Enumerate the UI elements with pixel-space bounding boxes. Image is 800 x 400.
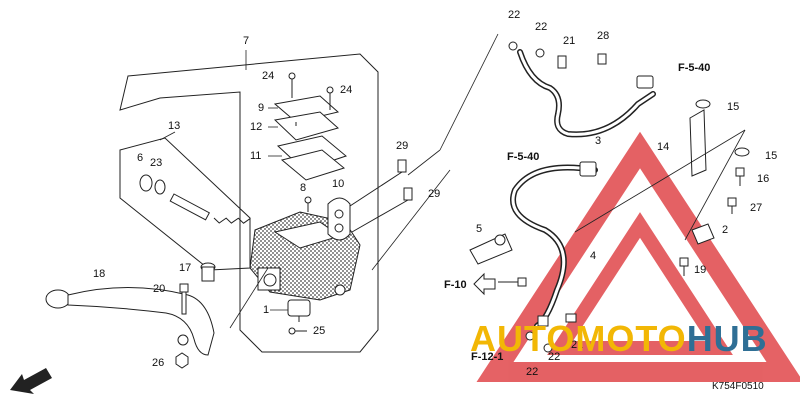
part-label-9: 9 [258,102,265,114]
outline-master-cylinder-set [119,53,379,353]
stay-14 [689,99,750,177]
ref-f-5-40-upper: F-5-40 [678,62,711,74]
part-label-16: 16 [757,173,770,185]
reservoir-cap-stack [273,95,348,181]
bolt-lower [498,277,527,287]
hose-fittings-lower [525,161,597,353]
part-label-21: 21 [571,339,584,351]
hose-clamp-5 [469,233,513,265]
bolts-16-27 [727,167,745,214]
figure-code: K754F0510 [712,381,764,392]
part-label-22: 22 [508,9,521,21]
part-label-24: 24 [262,70,275,82]
brake-hose-upper [517,49,656,138]
part-label-17: 17 [179,262,192,274]
screw-25 [288,327,307,335]
part-label-6: 6 [137,152,144,164]
piston-parts [139,174,251,224]
watermark-part3: HUB [686,318,768,359]
ref-f-5-40-lower: F-5-40 [507,151,540,163]
part-label-20: 20 [153,283,166,295]
part-label-24: 24 [340,84,353,96]
holder-10 [327,197,351,241]
part-label-29: 29 [396,140,409,152]
bolt-8 [304,196,312,212]
bolt-20 [179,283,189,315]
watermark-part2: MOTO [575,318,687,359]
part-label-14: 14 [657,141,670,153]
part-label-22: 22 [535,21,548,33]
part-label-2: 2 [722,224,729,236]
part-label-7: 7 [243,35,250,47]
part-label-15: 15 [727,101,740,113]
part-label-21: 21 [563,35,576,47]
joint-2 [679,223,715,276]
part-label-1: 1 [263,304,270,316]
part-label-19: 19 [694,264,707,276]
part-label-12: 12 [250,121,263,133]
leader-line [159,131,176,141]
part-label-22: 22 [526,366,539,378]
part-label-18: 18 [93,268,106,280]
leader-lines [229,33,746,329]
hose-fittings-upper [508,41,654,89]
part-label-11: 11 [250,150,262,162]
part-label-23: 23 [150,157,163,169]
part-label-15: 15 [765,150,778,162]
screws-24 [288,72,334,110]
part-label-29: 29 [428,188,441,200]
part-label-13: 13 [168,120,181,132]
part-label-4: 4 [590,250,597,262]
part-label-25: 25 [313,325,326,337]
part-label-8: 8 [300,182,307,194]
watermark-logo: AUTOMOTOHUB [470,318,768,360]
part-label-28: 28 [597,30,610,42]
pivot-17 [200,262,216,282]
part-label-3: 3 [595,135,602,147]
front-arrow [10,368,52,394]
watermark-triangle [476,131,800,382]
part-label-27: 27 [750,202,763,214]
part-label-26: 26 [152,357,165,369]
part-label-22: 22 [548,351,561,363]
ref-f-10: F-10 [444,279,467,291]
bolts-29 [349,159,413,233]
part-label-5: 5 [476,223,483,235]
brake-lever [45,287,215,356]
ref-f-12-1: F-12-1 [471,351,504,363]
part-label-10: 10 [332,178,345,190]
watermark-part1: AUTO [470,318,576,359]
ref-arrow-f10 [473,272,496,296]
nut-26 [175,352,189,369]
brake-switch [287,299,311,322]
